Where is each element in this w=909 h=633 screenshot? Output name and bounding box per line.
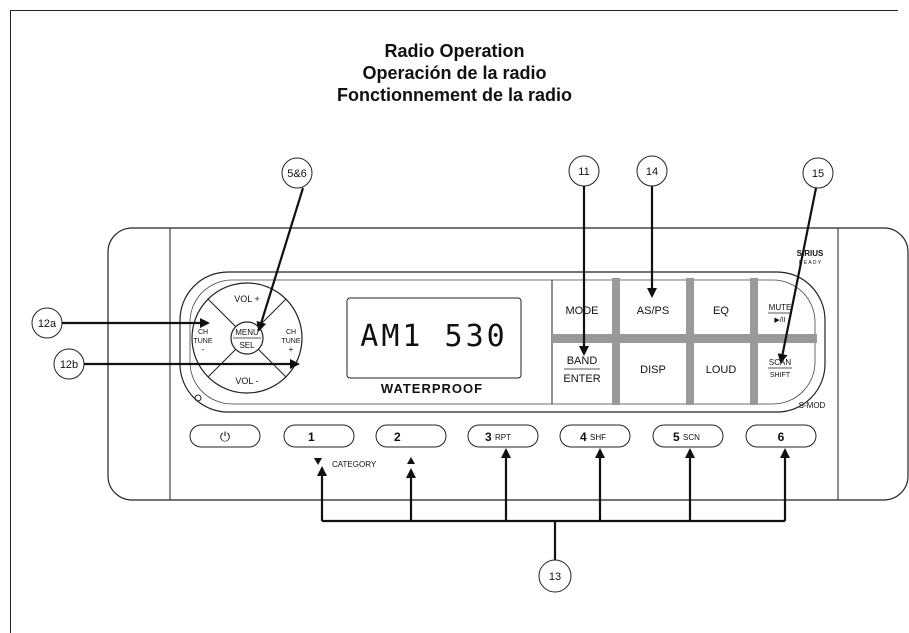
category-up-icon bbox=[407, 457, 415, 464]
sirius-logo: SIRIUS bbox=[797, 249, 824, 258]
preset-3-button[interactable] bbox=[467, 424, 539, 448]
shift-label[interactable]: SHIFT bbox=[770, 372, 791, 379]
preset-5-sub: SCN bbox=[683, 433, 700, 442]
page-title: Radio Operation Operación de la radio Fo… bbox=[0, 40, 909, 106]
mute-button[interactable]: MUTE bbox=[769, 303, 792, 312]
ch-left-label[interactable]: CH bbox=[198, 329, 208, 336]
callout-13-label: 13 bbox=[549, 571, 561, 583]
button-grid bbox=[551, 278, 817, 405]
preset-4-number: 4 bbox=[580, 430, 587, 444]
sel-label[interactable]: SEL bbox=[239, 341, 255, 350]
tune-plus-label[interactable]: + bbox=[289, 345, 294, 354]
play-pause-label[interactable]: ▶/II bbox=[774, 317, 785, 324]
loud-button[interactable]: LOUD bbox=[706, 364, 737, 376]
preset-2-button[interactable] bbox=[375, 424, 447, 448]
page-border-left bbox=[10, 10, 11, 633]
callout-12a-label: 12a bbox=[38, 318, 57, 330]
callout-14-label: 14 bbox=[646, 166, 658, 178]
callout-15 bbox=[802, 157, 834, 189]
title-spanish: Operación de la radio bbox=[362, 63, 547, 83]
menu-label[interactable]: MENU bbox=[235, 328, 259, 337]
as-ps-button[interactable]: AS/PS bbox=[637, 305, 669, 317]
band-button[interactable]: BAND bbox=[567, 355, 598, 367]
lcd-text: AM1 530 bbox=[360, 319, 507, 354]
scan-button[interactable]: SCAN bbox=[769, 358, 791, 367]
callout-13-bracket bbox=[317, 448, 790, 560]
preset-1-number: 1 bbox=[308, 430, 315, 444]
ch-right-label[interactable]: CH bbox=[286, 329, 296, 336]
indicator-led bbox=[194, 394, 202, 402]
preset-6-number: 6 bbox=[778, 430, 785, 444]
callout-13 bbox=[538, 559, 572, 593]
sirius-ready-text: R E A D Y bbox=[799, 260, 822, 266]
category-down-icon bbox=[314, 458, 322, 465]
eq-button[interactable]: EQ bbox=[713, 305, 729, 317]
disp-button[interactable]: DISP bbox=[640, 364, 666, 376]
power-icon: ⏻ bbox=[220, 429, 230, 444]
preset-5-button[interactable] bbox=[652, 424, 724, 448]
mode-button[interactable]: MODE bbox=[566, 305, 599, 317]
tune-minus-label[interactable]: - bbox=[202, 345, 205, 354]
callout-5-6-label: 5&6 bbox=[287, 168, 307, 180]
preset-4-button[interactable] bbox=[559, 424, 631, 448]
preset-2-number: 2 bbox=[394, 430, 401, 444]
preset-3-sub: RPT bbox=[495, 433, 511, 442]
callout-5-6-arrow bbox=[256, 187, 305, 332]
callout-12b-label: 12b bbox=[60, 359, 78, 371]
title-french: Fonctionnement de la radio bbox=[336, 85, 573, 105]
model-label: S-MOD bbox=[799, 401, 826, 410]
power-button[interactable] bbox=[189, 424, 261, 448]
callout-5-6 bbox=[281, 157, 313, 189]
vol-up-label[interactable]: VOL + bbox=[234, 294, 259, 304]
category-label: CATEGORY bbox=[332, 460, 377, 469]
preset-1-button[interactable] bbox=[283, 424, 355, 448]
preset-4-sub: SHF bbox=[590, 433, 606, 442]
tune-left-label[interactable]: TUNE bbox=[193, 338, 212, 345]
enter-label[interactable]: ENTER bbox=[563, 373, 600, 385]
control-dial[interactable] bbox=[191, 282, 303, 394]
preset-6-button[interactable] bbox=[745, 424, 817, 448]
callout-15-arrow bbox=[777, 187, 818, 364]
page-border-top bbox=[10, 10, 898, 11]
lcd-display bbox=[346, 297, 522, 379]
callout-11-label: 11 bbox=[578, 166, 589, 178]
preset-3-number: 3 bbox=[485, 430, 492, 444]
waterproof-label: WATERPROOF bbox=[381, 381, 483, 396]
callout-15-label: 15 bbox=[812, 168, 824, 180]
title-english: Radio Operation bbox=[384, 41, 525, 61]
vol-down-label[interactable]: VOL - bbox=[235, 376, 258, 386]
preset-5-number: 5 bbox=[673, 430, 680, 444]
tune-right-label[interactable]: TUNE bbox=[281, 338, 300, 345]
